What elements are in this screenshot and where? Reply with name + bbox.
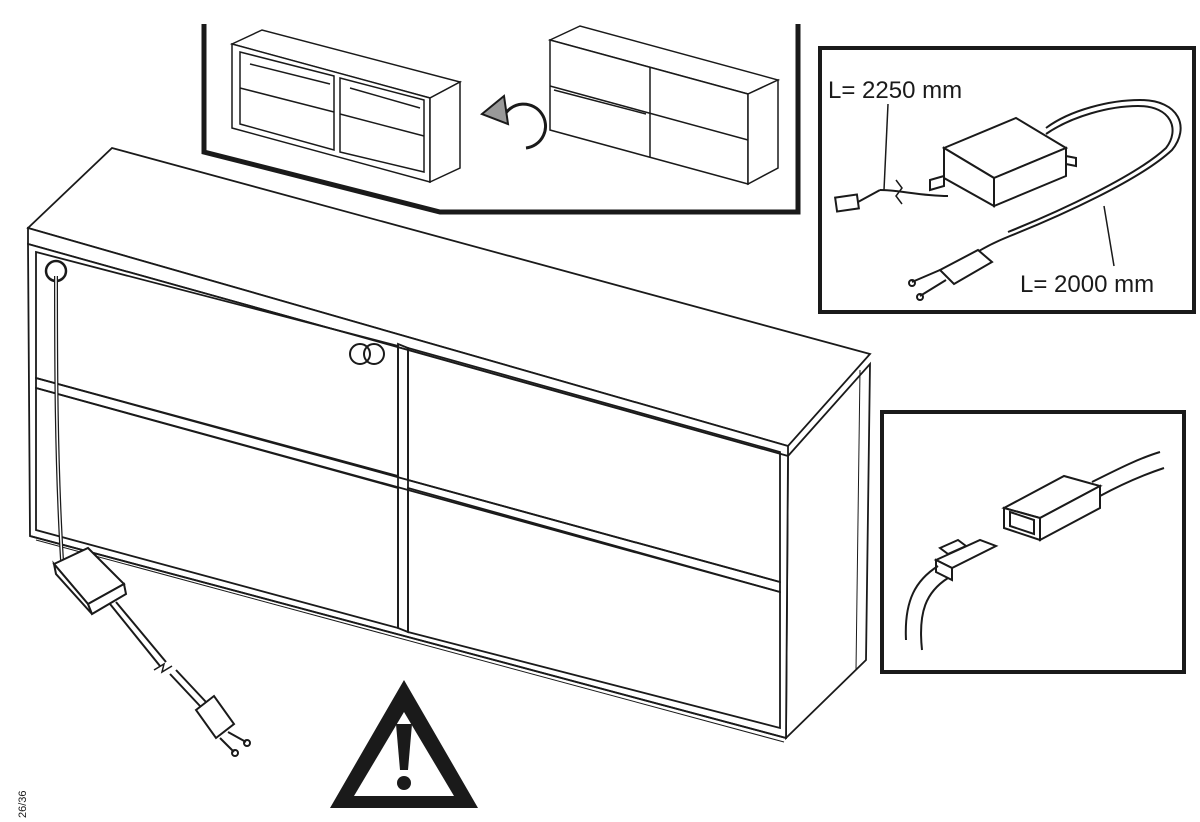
connector-inset-frame [880, 410, 1186, 674]
cable-cutout [349, 343, 385, 365]
door-upper-left [35, 250, 399, 478]
closed-door-unit [547, 25, 781, 186]
connector-inset [880, 410, 1186, 674]
door-upper-right [407, 346, 781, 584]
page-number: 26/36 [17, 790, 29, 818]
adapter-length-leader [883, 103, 889, 191]
female-connector [1001, 451, 1165, 542]
mains-cable-length-label: L= 2000 mm [1020, 271, 1154, 298]
connector-icon [834, 193, 860, 213]
mains-length-leader [1103, 205, 1115, 267]
rotation-inset-frame [201, 24, 801, 215]
power-supply-inset-frame [818, 46, 1196, 314]
hanging-plug [194, 694, 251, 757]
hanging-driver-box [52, 546, 128, 616]
plug-icon [908, 248, 994, 301]
rotation-inset [201, 24, 801, 215]
door-lower-right [407, 486, 781, 730]
mains-cable [965, 98, 1182, 261]
adapter-cable [834, 179, 949, 213]
adapter-cable-length-label: L= 2250 mm [828, 77, 962, 104]
led-driver-box [929, 116, 1077, 208]
sideboard-cabinet [26, 146, 872, 757]
rotate-arrow-icon [480, 94, 547, 150]
male-connector [904, 538, 999, 651]
power-supply-inset: L= 2250 mm L= 2000 mm [818, 46, 1196, 314]
open-shelf-unit [229, 29, 463, 184]
warning-triangle-icon [330, 680, 478, 808]
door-lower-left [35, 386, 399, 630]
